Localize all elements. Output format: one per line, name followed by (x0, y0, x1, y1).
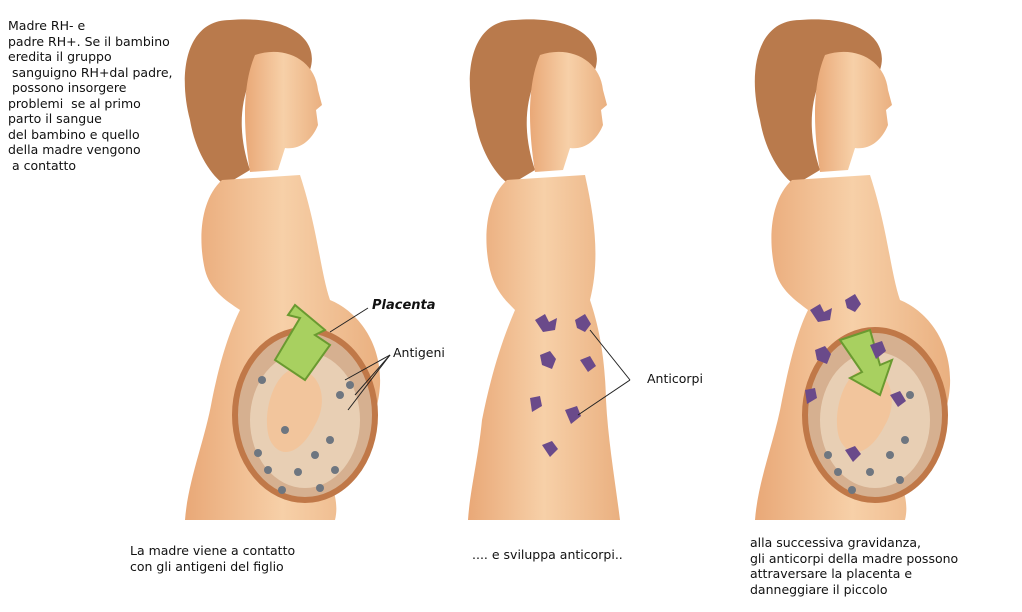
figure-mother-3 (755, 19, 950, 520)
caption-step-3: alla successiva gravidanza, gli anticorp… (750, 535, 958, 597)
caption-step-1: La madre viene a contatto con gli antige… (130, 543, 295, 574)
caption-step-2: .... e sviluppa anticorpi.. (472, 547, 623, 563)
face-2 (530, 52, 607, 172)
face-1 (245, 52, 322, 172)
face-3 (815, 52, 892, 172)
label-placenta: Placenta (372, 298, 436, 313)
body-2 (468, 175, 620, 520)
label-anticorpi: Anticorpi (647, 371, 703, 386)
label-antigeni: Antigeni (393, 345, 445, 360)
figure-mother-1 (185, 19, 380, 520)
